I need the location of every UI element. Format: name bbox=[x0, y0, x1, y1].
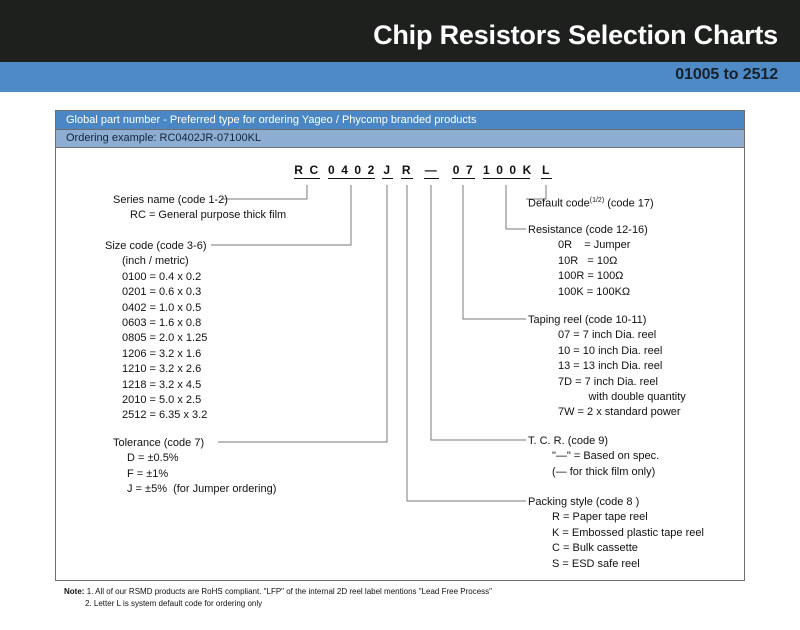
taping-reel-item-4: with double quantity bbox=[558, 391, 686, 404]
packing-style-item-3: S = ESD safe reel bbox=[552, 557, 640, 570]
part-number-segment-7: L bbox=[541, 163, 552, 179]
note-item-1: 1. All of our RSMD products are RoHS com… bbox=[86, 587, 493, 596]
size-code-item-7: 1218 = 3.2 x 4.5 bbox=[122, 378, 202, 391]
resistance-item-0: 0R = Jumper bbox=[558, 239, 631, 252]
part-number-segment-5: 0 7 bbox=[452, 163, 475, 179]
taping-reel-heading: Taping reel (code 10-11) bbox=[528, 314, 647, 326]
part-number-segment-0: R C bbox=[294, 163, 320, 179]
tcr-block: T. C. R. (code 9) "—" = Based on spec. (—… bbox=[528, 434, 659, 480]
taping-reel-list: 07 = 7 inch Dia. reel 10 = 10 inch Dia. r… bbox=[528, 328, 686, 420]
size-code-item-9: 2512 = 6.35 x 3.2 bbox=[122, 409, 208, 422]
ordering-example-label: Ordering example: RC0402JR-07100KL bbox=[66, 132, 262, 144]
resistance-block: Resistance (code 12-16) 0R = Jumper 10R =… bbox=[528, 223, 648, 300]
tolerance-item-2: J = ±5% (for Jumper ordering) bbox=[127, 483, 277, 496]
note-row-2: 2. Letter L is system default code for o… bbox=[64, 598, 492, 610]
part-number-segment-6: 1 0 0 K bbox=[483, 163, 533, 179]
default-code-heading: Default code(1/2) (code 17) bbox=[528, 193, 654, 212]
taping-reel-item-3: 7D = 7 inch Dia. reel bbox=[558, 375, 658, 388]
tolerance-list: D = ±0.5% F = ±1% J = ±5% (for Jumper orde… bbox=[113, 451, 276, 497]
size-code-item-0: 0100 = 0.4 x 0.2 bbox=[122, 270, 202, 283]
size-code-item-8: 2010 = 5.0 x 2.5 bbox=[122, 394, 202, 407]
default-code-heading-tail: (code 17) bbox=[604, 197, 654, 210]
part-number-segment-3: R bbox=[401, 163, 413, 179]
size-range-label: 01005 to 2512 bbox=[675, 66, 778, 83]
global-part-number-label: Global part number - Preferred type for … bbox=[66, 114, 477, 126]
packing-style-list: R = Paper tape reel K = Embossed plastic … bbox=[528, 510, 704, 572]
resistance-heading: Resistance (code 12-16) bbox=[528, 224, 648, 236]
size-code-item-5: 1206 = 3.2 x 1.6 bbox=[122, 347, 202, 360]
series-name-heading: Series name (code 1-2) bbox=[113, 194, 228, 206]
part-number-diagram-frame bbox=[55, 110, 745, 581]
default-code-block: Default code(1/2) (code 17) bbox=[528, 193, 654, 212]
size-code-subheading: (inch / metric) bbox=[122, 255, 189, 268]
resistance-item-1: 10R = 10Ω bbox=[558, 254, 618, 267]
page-banner bbox=[0, 0, 800, 62]
tolerance-block: Tolerance (code 7) D = ±0.5% F = ±1% J = ±… bbox=[113, 436, 276, 498]
taping-reel-item-5: 7W = 2 x standard power bbox=[558, 406, 681, 419]
tolerance-item-1: F = ±1% bbox=[127, 467, 169, 480]
packing-style-heading: Packing style (code 8 ) bbox=[528, 496, 640, 508]
taping-reel-item-1: 10 = 10 inch Dia. reel bbox=[558, 344, 663, 357]
size-code-item-4: 0805 = 2.0 x 1.25 bbox=[122, 332, 208, 345]
note-item-2: 2. Letter L is system default code for o… bbox=[85, 598, 263, 608]
size-code-item-1: 0201 = 0.6 x 0.3 bbox=[122, 286, 202, 299]
series-name-block: Series name (code 1-2) RC = General purp… bbox=[113, 193, 286, 224]
default-code-footnote-marker: (1/2) bbox=[589, 197, 605, 204]
part-number-segment-2: J bbox=[382, 163, 393, 179]
notes-block: Note: 1. All of our RSMD products are Ro… bbox=[64, 586, 492, 609]
packing-style-item-2: C = Bulk cassette bbox=[552, 542, 638, 555]
global-part-number-bar: Global part number - Preferred type for … bbox=[56, 111, 744, 130]
resistance-item-2: 100R = 100Ω bbox=[558, 270, 624, 283]
part-number-segment-1: 0 4 0 2 bbox=[328, 163, 376, 179]
note-row-1: Note: 1. All of our RSMD products are Ro… bbox=[64, 586, 492, 598]
taping-reel-block: Taping reel (code 10-11) 07 = 7 inch Dia… bbox=[528, 313, 686, 421]
tcr-list: "—" = Based on spec. (— for thick film on… bbox=[528, 449, 659, 480]
resistance-item-3: 100K = 100KΩ bbox=[558, 285, 631, 298]
size-code-item-3: 0603 = 1.6 x 0.8 bbox=[122, 317, 202, 330]
page-title: Chip Resistors Selection Charts bbox=[373, 20, 778, 50]
series-name-item: RC = General purpose thick film bbox=[130, 209, 287, 222]
packing-style-item-0: R = Paper tape reel bbox=[552, 511, 648, 524]
tcr-item-0: "—" = Based on spec. bbox=[552, 450, 660, 463]
size-code-block: Size code (code 3-6) (inch / metric) 010… bbox=[105, 239, 207, 424]
tolerance-heading: Tolerance (code 7) bbox=[113, 437, 205, 449]
default-code-label: Default code bbox=[528, 197, 590, 210]
ordering-example-bar: Ordering example: RC0402JR-07100KL bbox=[56, 130, 744, 148]
packing-style-item-1: K = Embossed plastic tape reel bbox=[552, 526, 704, 539]
tolerance-item-0: D = ±0.5% bbox=[127, 452, 179, 465]
tcr-heading: T. C. R. (code 9) bbox=[528, 435, 609, 447]
taping-reel-item-0: 07 = 7 inch Dia. reel bbox=[558, 329, 657, 342]
notes-label: Note: bbox=[64, 587, 85, 596]
size-code-item-6: 1210 = 3.2 x 2.6 bbox=[122, 363, 202, 376]
page-subbanner bbox=[0, 62, 800, 92]
packing-style-block: Packing style (code 8 ) R = Paper tape r… bbox=[528, 495, 704, 572]
size-code-heading: Size code (code 3-6) bbox=[105, 240, 207, 252]
taping-reel-item-2: 13 = 13 inch Dia. reel bbox=[558, 360, 663, 373]
size-code-list: 0100 = 0.4 x 0.2 0201 = 0.6 x 0.3 0402 = 1… bbox=[105, 270, 207, 424]
tcr-item-1: (— for thick film only) bbox=[552, 465, 656, 478]
size-code-item-2: 0402 = 1.0 x 0.5 bbox=[122, 301, 202, 314]
resistance-list: 0R = Jumper 10R = 10Ω 100R = 100Ω 100K = 10… bbox=[528, 238, 648, 300]
part-number-segment-4: — bbox=[424, 163, 439, 179]
